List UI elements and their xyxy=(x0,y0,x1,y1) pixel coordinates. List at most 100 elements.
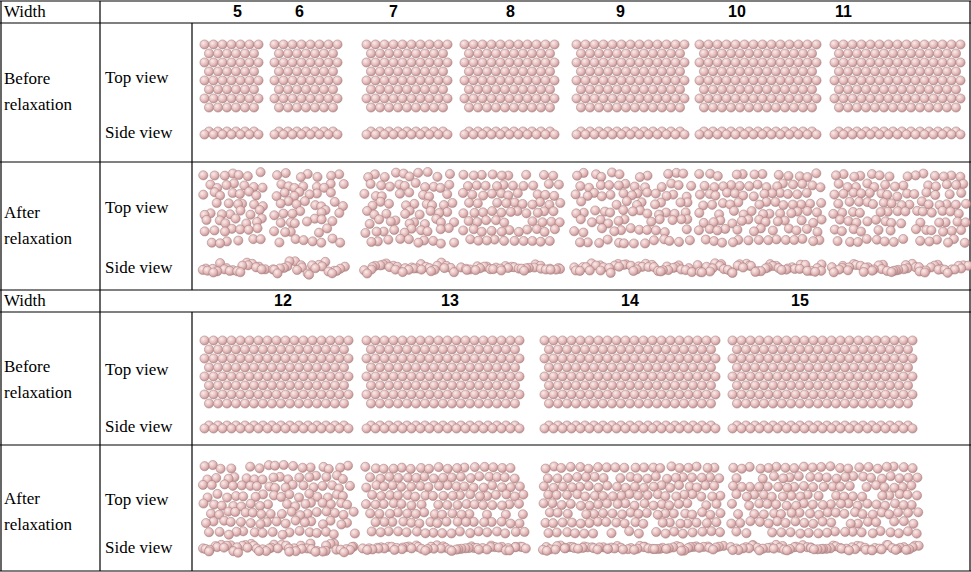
atom xyxy=(687,181,696,190)
atom xyxy=(916,236,925,245)
atom xyxy=(635,76,644,85)
atom xyxy=(572,94,581,103)
atom xyxy=(575,238,584,247)
atom xyxy=(629,266,638,275)
atom xyxy=(536,67,545,76)
atom xyxy=(417,265,426,274)
atom xyxy=(956,40,965,49)
atom xyxy=(273,544,282,553)
atom xyxy=(695,130,704,139)
atom xyxy=(653,76,662,85)
atom xyxy=(200,372,209,381)
atom xyxy=(666,67,675,76)
atom xyxy=(792,226,801,235)
atom xyxy=(330,345,339,354)
atom xyxy=(255,205,264,214)
atom xyxy=(540,227,549,236)
atom xyxy=(675,49,684,58)
atom xyxy=(246,499,255,508)
atom xyxy=(362,130,371,139)
atom xyxy=(218,354,227,363)
atom xyxy=(469,40,478,49)
atom xyxy=(385,182,394,191)
atom xyxy=(735,67,744,76)
atom xyxy=(366,345,375,354)
atom xyxy=(728,268,737,277)
atom xyxy=(254,58,263,67)
atom xyxy=(911,40,920,49)
atom xyxy=(502,199,511,208)
atom xyxy=(731,76,740,85)
atom xyxy=(212,198,221,207)
atom xyxy=(297,58,306,67)
atom xyxy=(675,103,684,112)
atom xyxy=(279,94,288,103)
atom xyxy=(310,67,319,76)
atom xyxy=(888,67,897,76)
atom xyxy=(920,76,929,85)
atom xyxy=(227,464,236,473)
atom xyxy=(505,40,514,49)
atom xyxy=(339,180,348,189)
atom xyxy=(227,40,236,49)
atom xyxy=(717,67,726,76)
atom xyxy=(312,363,321,372)
atom xyxy=(514,40,523,49)
atom xyxy=(283,85,292,94)
atom xyxy=(803,94,812,103)
atom xyxy=(902,130,911,139)
atom xyxy=(210,171,219,180)
atom xyxy=(812,130,821,139)
atom xyxy=(594,49,603,58)
atom xyxy=(276,381,285,390)
atom xyxy=(870,85,879,94)
atom xyxy=(951,49,960,58)
table-line xyxy=(191,312,192,571)
atom xyxy=(717,103,726,112)
atom xyxy=(830,76,839,85)
atom xyxy=(617,40,626,49)
atom xyxy=(943,268,952,277)
atom xyxy=(888,103,897,112)
atom xyxy=(951,103,960,112)
atom xyxy=(794,130,803,139)
atom xyxy=(443,94,452,103)
atom xyxy=(393,103,402,112)
atom xyxy=(222,345,231,354)
atom xyxy=(240,49,249,58)
atom xyxy=(450,238,459,247)
atom xyxy=(243,172,252,181)
atom xyxy=(245,40,254,49)
atom xyxy=(497,336,506,345)
atom xyxy=(384,67,393,76)
atom xyxy=(754,235,763,244)
atom xyxy=(445,169,454,178)
atom xyxy=(708,200,717,209)
atom xyxy=(263,424,272,433)
atom xyxy=(585,103,594,112)
atom xyxy=(897,85,906,94)
atom xyxy=(599,76,608,85)
atom xyxy=(651,226,660,235)
atom xyxy=(758,58,767,67)
atom xyxy=(767,130,776,139)
atom xyxy=(920,94,929,103)
atom xyxy=(308,424,317,433)
atom xyxy=(279,209,288,218)
atom xyxy=(473,103,482,112)
atom xyxy=(726,49,735,58)
atom xyxy=(621,85,630,94)
atom xyxy=(443,354,452,363)
atom xyxy=(862,234,871,243)
atom xyxy=(322,472,331,481)
atom xyxy=(695,169,704,178)
atom xyxy=(366,103,375,112)
atom xyxy=(425,94,434,103)
atom xyxy=(207,238,216,247)
atom xyxy=(398,130,407,139)
atom xyxy=(797,216,806,225)
atom xyxy=(617,58,626,67)
atom xyxy=(380,372,389,381)
atom xyxy=(550,58,559,67)
atom xyxy=(276,399,285,408)
